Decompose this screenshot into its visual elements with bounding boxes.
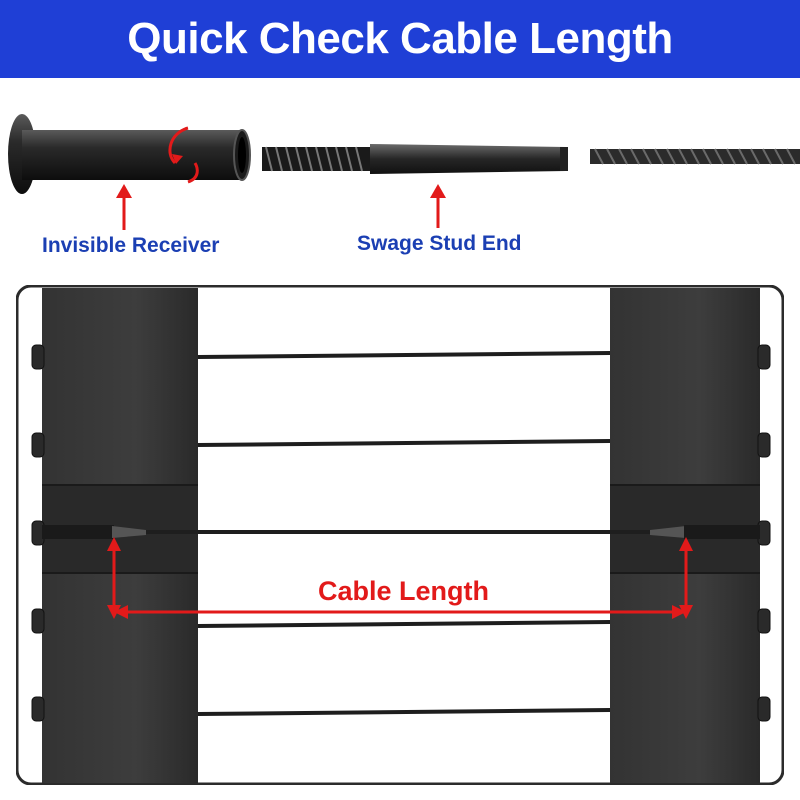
title-banner: Quick Check Cable Length	[0, 0, 800, 78]
right-bolt-heads	[757, 344, 771, 722]
cable-length-dimension	[107, 537, 693, 619]
left-bolt-heads	[31, 344, 45, 722]
cable-runs	[197, 351, 611, 716]
cable-length-label: Cable Length	[318, 576, 490, 606]
receiver-pointer-arrow	[116, 184, 132, 230]
railing-illustration	[15, 284, 785, 786]
swage-stud-label: Swage Stud End	[357, 232, 522, 255]
measured-cable	[42, 525, 760, 539]
components-illustration	[8, 114, 800, 230]
rotate-arrow-icon	[168, 126, 199, 184]
page-title: Quick Check Cable Length	[127, 14, 673, 63]
stud-pointer-arrow	[430, 184, 446, 228]
invisible-receiver-label: Invisible Receiver	[42, 234, 220, 257]
invisible-receiver-icon	[8, 114, 251, 194]
components-section: Invisible Receiver Swage Stud End	[0, 78, 800, 278]
swage-stud-icon	[262, 144, 568, 174]
wire-rope-icon	[590, 148, 800, 165]
railing-scene	[15, 284, 785, 786]
